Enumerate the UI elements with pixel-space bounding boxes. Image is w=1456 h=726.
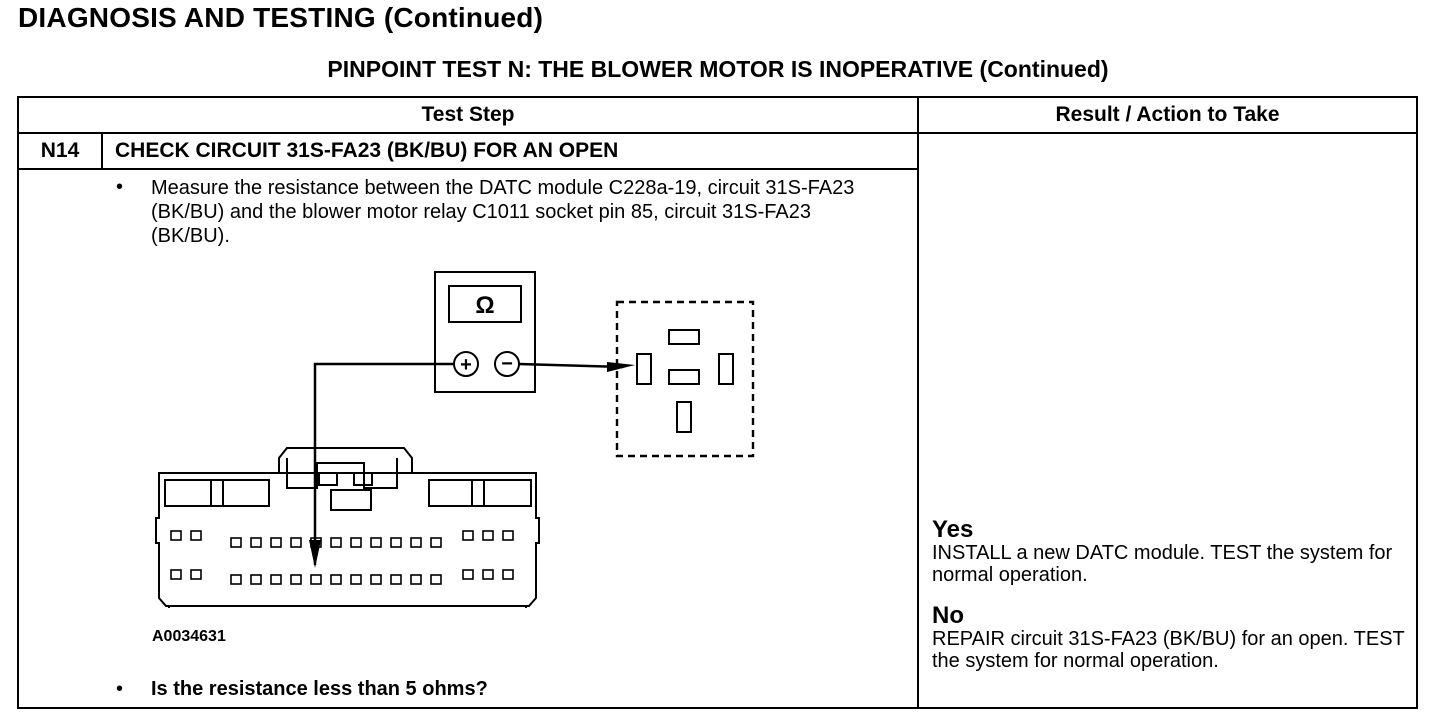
probe-tip-positive (309, 540, 321, 568)
no-label: No (932, 602, 964, 629)
column-divider (917, 98, 919, 707)
blower-motor-relay-socket (615, 300, 755, 458)
figure-id: A0034631 (152, 628, 226, 645)
datc-connector (155, 447, 540, 608)
probe-tip-negative (607, 362, 635, 372)
result-no: No REPAIR circuit 31S-FA23 (BK/BU) for a… (932, 602, 1412, 673)
pinpoint-test-title: PINPOINT TEST N: THE BLOWER MOTOR IS INO… (327, 56, 1109, 82)
meter-leads (313, 362, 624, 565)
test-question: Is the resistance less than 5 ohms? (151, 678, 488, 700)
bullet-marker: • (116, 176, 124, 198)
no-action: REPAIR circuit 31S-FA23 (BK/BU) for an o… (932, 628, 1405, 672)
ohm-symbol: Ω (475, 292, 494, 319)
minus-terminal-symbol: − (501, 353, 513, 375)
result-yes: Yes INSTALL a new DATC module. TEST the … (932, 516, 1412, 587)
step-row-divider (19, 168, 917, 170)
yes-label: Yes (932, 516, 974, 543)
step-number-divider (101, 134, 103, 168)
connector-pins (170, 530, 514, 585)
plus-terminal-symbol: + (460, 354, 472, 376)
header-divider (19, 132, 1416, 134)
page-heading: DIAGNOSIS AND TESTING (Continued) (18, 2, 544, 33)
step-number: N14 (40, 139, 80, 162)
pinpoint-test-table: Test Step Result / Action to Take N14 CH… (17, 96, 1418, 709)
measurement-diagram: Ω + − (155, 271, 755, 608)
measurement-instruction: Measure the resistance between the DATC … (151, 177, 855, 247)
yes-action: INSTALL a new DATC module. TEST the syst… (932, 542, 1393, 586)
header-result-action: Result / Action to Take (1055, 103, 1280, 126)
bullet-marker-question: • (116, 678, 124, 700)
ohmmeter (434, 271, 536, 393)
header-test-step: Test Step (421, 103, 515, 126)
step-title: CHECK CIRCUIT 31S-FA23 (BK/BU) FOR AN OP… (115, 139, 619, 162)
